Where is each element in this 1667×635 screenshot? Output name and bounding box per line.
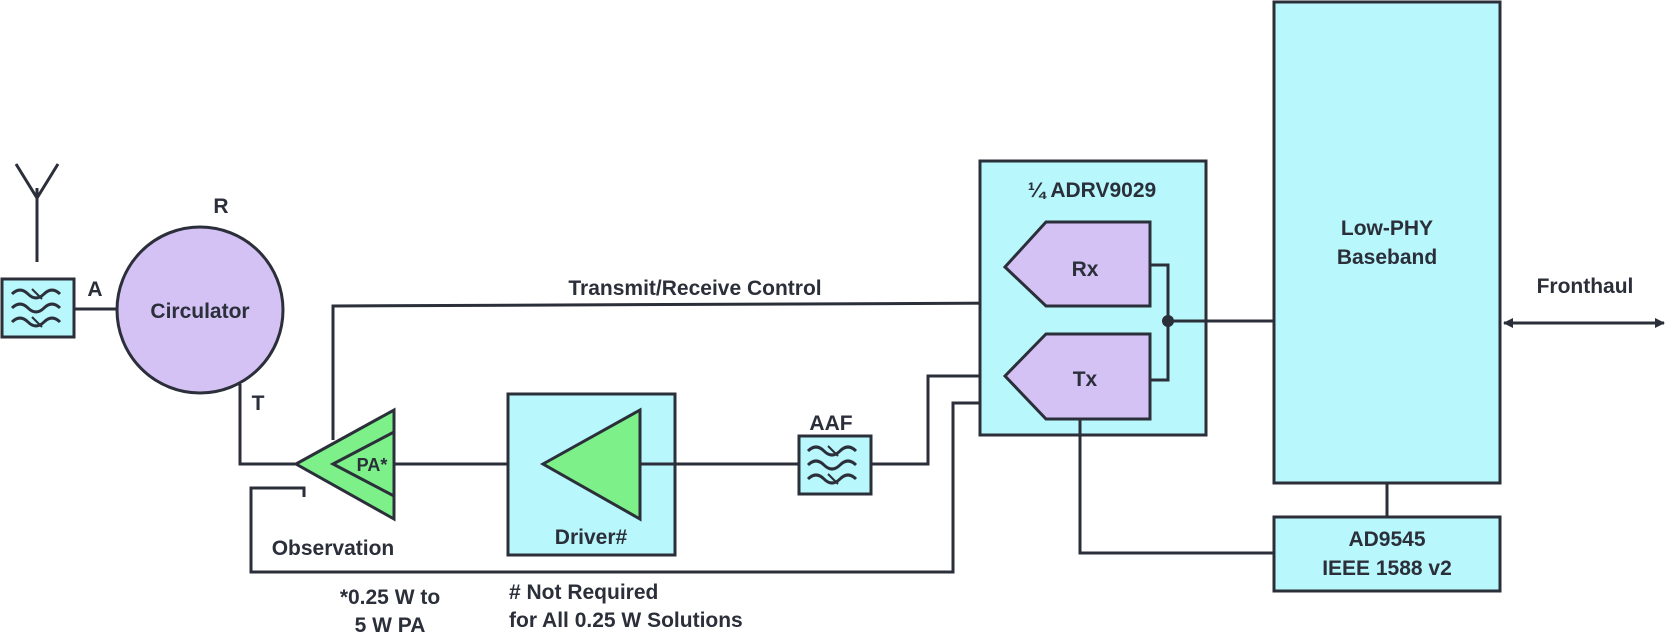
- fronthaul-label: Fronthaul: [1537, 275, 1634, 298]
- wire-circulator-pa: [238, 384, 296, 466]
- junction-dot: [1162, 315, 1174, 327]
- baseband-label-line2: Baseband: [1337, 246, 1437, 269]
- anti-alias-filter-icon: [797, 434, 873, 496]
- driver-note-line1: # Not Required: [509, 581, 658, 604]
- bandpass-filter-icon: [0, 277, 76, 339]
- wire-tx-clock: [1078, 419, 1274, 555]
- tx-label: Tx: [1073, 368, 1098, 391]
- wire-tr-control: [331, 290, 1025, 440]
- tx-block: [1002, 332, 1152, 421]
- baseband-label-line1: Low-PHY: [1341, 217, 1433, 240]
- driver-note-line2: for All 0.25 W Solutions: [509, 609, 743, 632]
- clock-block: [1272, 515, 1502, 593]
- circulator-label: Circulator: [150, 300, 249, 323]
- port-r-label: R: [213, 195, 228, 218]
- tr-control-label: Transmit/Receive Control: [568, 277, 821, 300]
- driver-label: Driver#: [555, 526, 628, 549]
- clock-label-line1: AD9545: [1348, 528, 1425, 551]
- clock-label-line2: IEEE 1588 v2: [1322, 557, 1452, 580]
- port-t-label: T: [252, 392, 265, 415]
- pa-label: PA*: [357, 455, 388, 475]
- pa-note-line1: *0.25 W to: [340, 586, 440, 609]
- port-a-label: A: [87, 278, 102, 301]
- rx-label: Rx: [1072, 258, 1099, 281]
- observation-label: Observation: [272, 537, 395, 560]
- circulator: [115, 225, 285, 395]
- antenna-icon: [14, 163, 60, 262]
- pa-note-line2: 5 W PA: [355, 614, 426, 635]
- observation-coupler: [249, 401, 1033, 574]
- aaf-label: AAF: [809, 412, 852, 435]
- wire-aaf-tx: [871, 374, 1005, 466]
- transceiver-label: ¼ ADRV9029: [1028, 179, 1156, 202]
- baseband-block: [1272, 0, 1502, 485]
